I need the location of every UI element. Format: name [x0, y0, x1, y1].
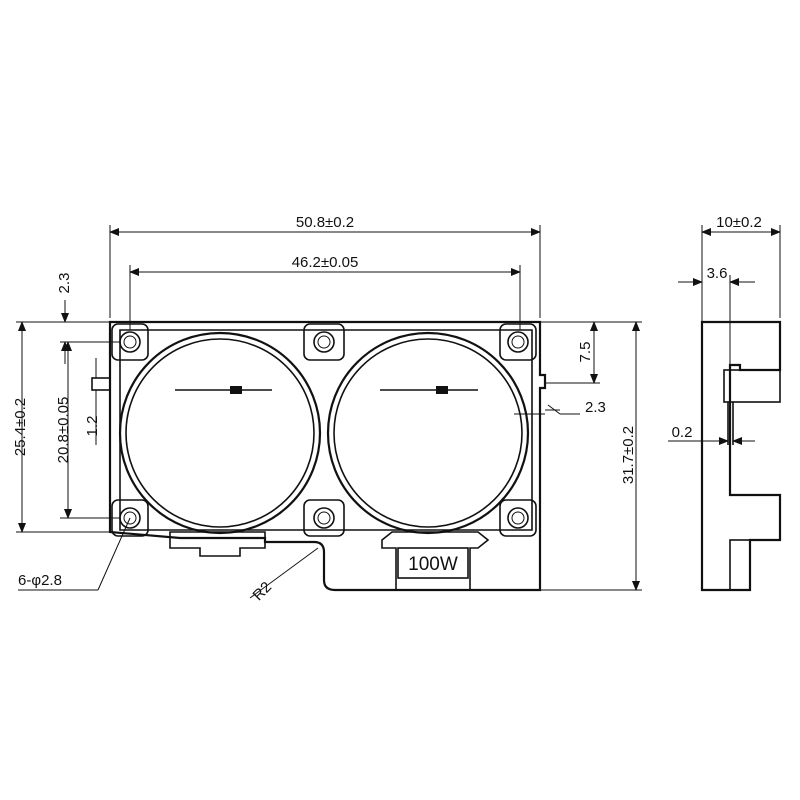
dim-hole-spacing: 46.2±0.05: [292, 254, 359, 271]
side-outline: [700, 320, 782, 592]
right-cavity-inner: [333, 338, 523, 528]
dim-hole-vertical-spacing: 20.8±0.05: [55, 397, 72, 464]
hole-bottom-middle: [303, 499, 345, 537]
hole-bottom-right: [499, 499, 537, 537]
dim-overall-width: 50.8±0.2: [296, 214, 354, 231]
dim-gap: 0.2: [672, 424, 693, 441]
right-arrow-block: [436, 386, 448, 394]
power-label: 100W: [408, 554, 458, 575]
front-dimensions: 50.8±0.2 46.2±0.05 2.3 25.4±0.2 20.8±0.0…: [12, 214, 642, 604]
dim-hole-edge-offset: 2.3: [56, 273, 73, 294]
dim-thickness: 10±0.2: [716, 214, 762, 231]
side-dimensions: 10±0.2 3.6 0.2: [668, 214, 781, 445]
left-cavity-inner: [125, 338, 315, 528]
dim-total-height: 31.7±0.2: [620, 426, 637, 484]
inner-frame: [119, 329, 533, 531]
right-cavity: [326, 331, 530, 535]
right-connector: [381, 531, 490, 591]
power-label-box: [397, 547, 469, 579]
dim-holes: 6-φ2.8: [18, 572, 62, 589]
body-outline: [108, 320, 547, 592]
front-view: 100W: [91, 320, 560, 592]
mounting-holes: [111, 323, 537, 537]
side-bottom-block: [729, 539, 751, 591]
dim-body-height: 25.4±0.2: [12, 398, 29, 456]
dim-connector-offset: 7.5: [577, 342, 594, 363]
hole-top-right: [499, 323, 537, 361]
dim-step-width: 3.6: [707, 265, 728, 282]
left-arrow-block: [230, 386, 242, 394]
side-slot: [723, 369, 781, 403]
dim-tab-height: 1.2: [84, 416, 101, 437]
hole-top-middle: [303, 323, 345, 361]
left-connector: [169, 531, 266, 557]
left-tab: [91, 377, 111, 391]
side-view: [700, 320, 782, 592]
dim-right-offset: 2.3: [585, 399, 606, 416]
left-cavity: [118, 331, 322, 535]
